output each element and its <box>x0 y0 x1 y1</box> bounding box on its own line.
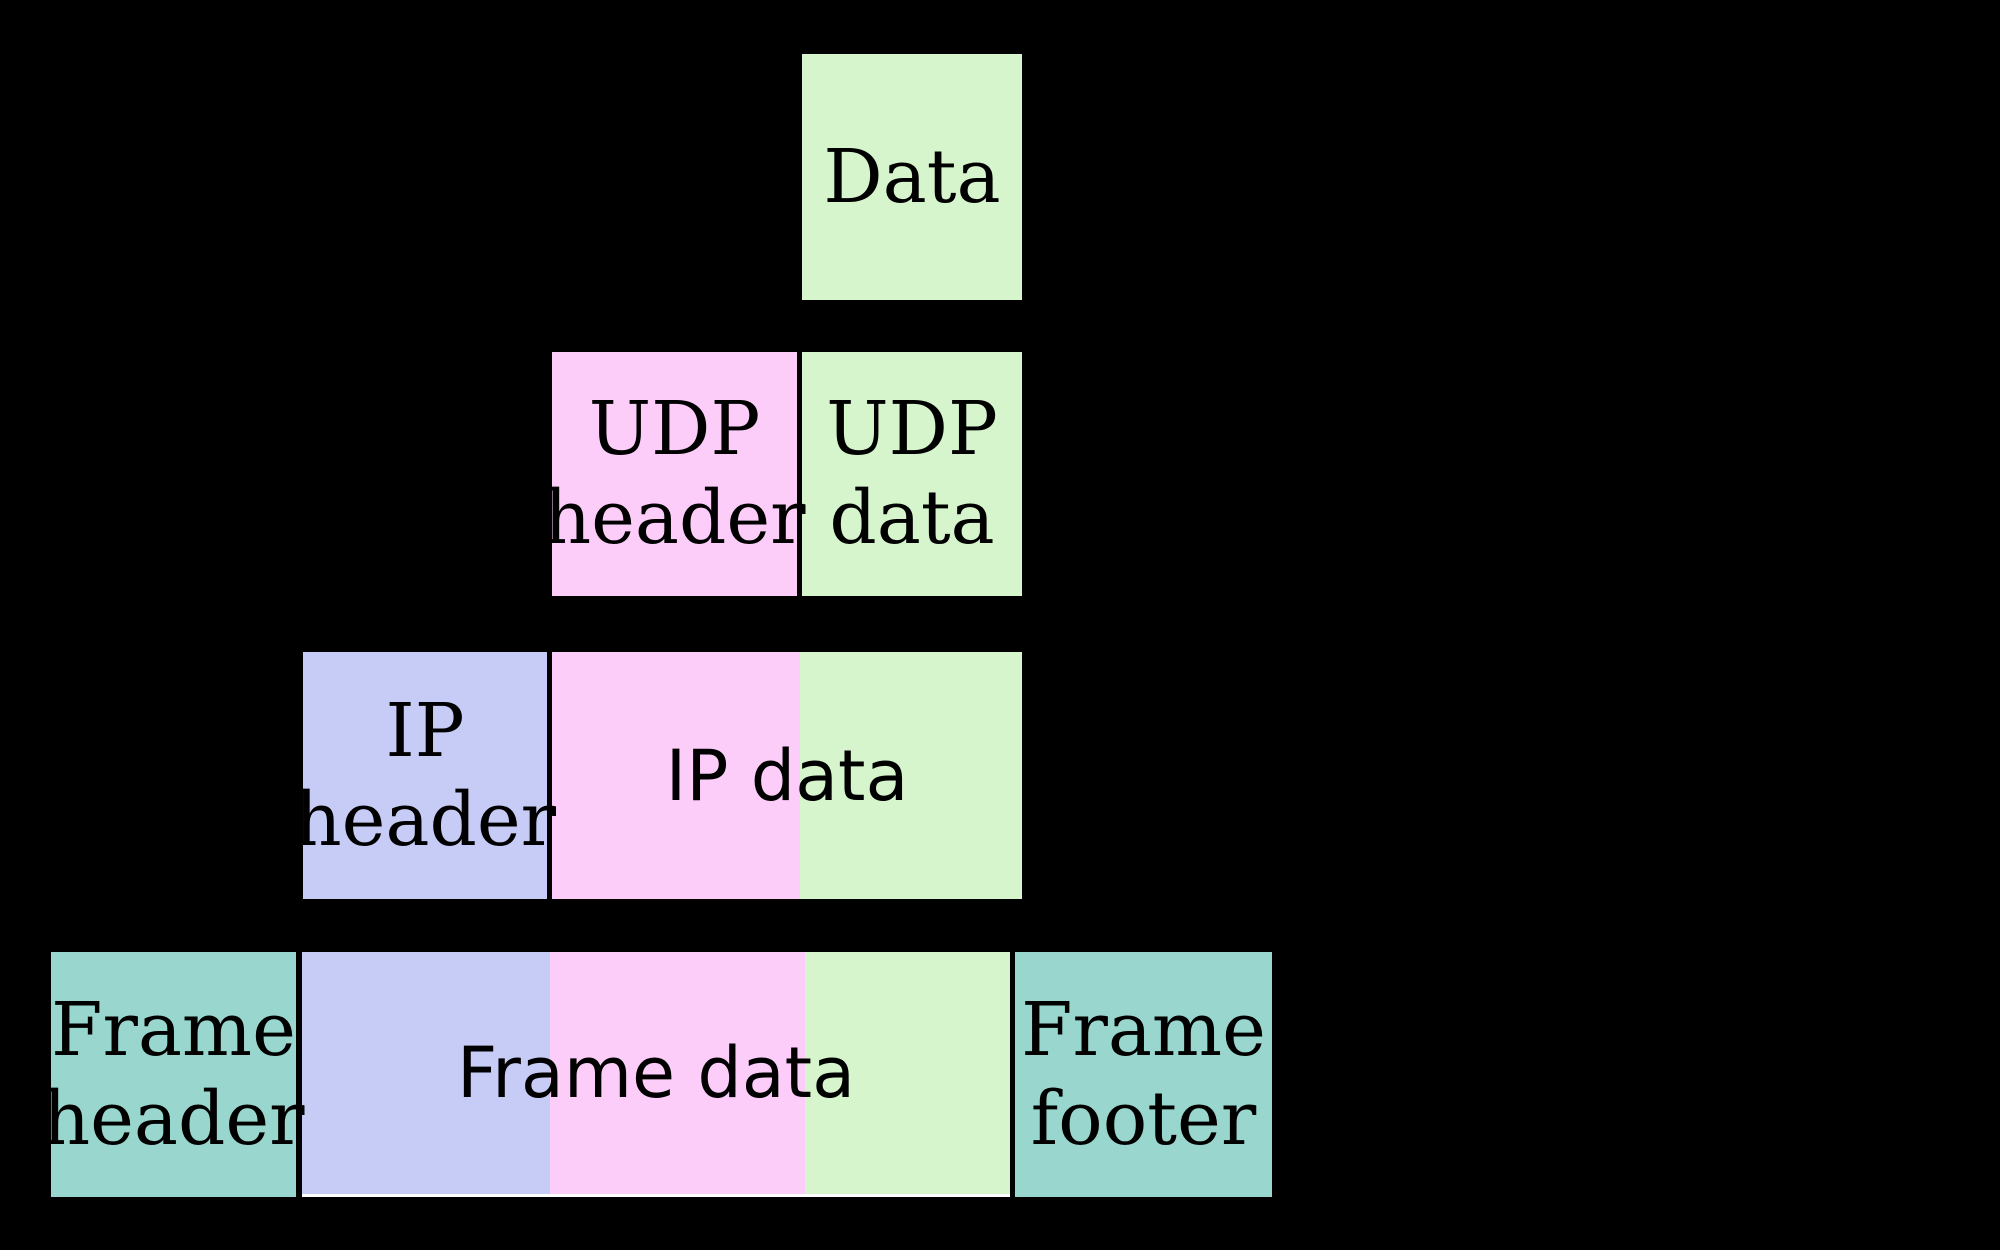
udp-header-box: UDP header <box>543 352 806 596</box>
ip-data-pink-segment <box>552 652 801 899</box>
ip-data-box: IP data <box>552 652 1022 899</box>
frame-data-purple-segment <box>302 952 550 1194</box>
frame-data-box: Frame data <box>302 952 1010 1197</box>
data-label: Data <box>823 133 1001 220</box>
ip-data-label: IP data <box>665 734 909 817</box>
udp-header-label: UDP header <box>543 386 806 561</box>
frame-data-green-segment <box>805 952 1010 1194</box>
frame-data-pink-segment <box>550 952 806 1194</box>
frame-footer-box: Frame footer <box>1015 952 1272 1197</box>
data-box: Data <box>802 54 1022 300</box>
ip-data-green-segment <box>800 652 1022 899</box>
udp-data-label: UDP data <box>826 386 998 561</box>
frame-header-box: Frame header <box>42 952 305 1197</box>
frame-header-label: Frame header <box>42 986 305 1162</box>
udp-data-box: UDP data <box>802 352 1022 596</box>
frame-data-label: Frame data <box>456 1032 856 1114</box>
ip-header-box: IP header <box>294 652 556 899</box>
frame-footer-label: Frame footer <box>1021 986 1266 1162</box>
ip-header-label: IP header <box>293 687 557 863</box>
